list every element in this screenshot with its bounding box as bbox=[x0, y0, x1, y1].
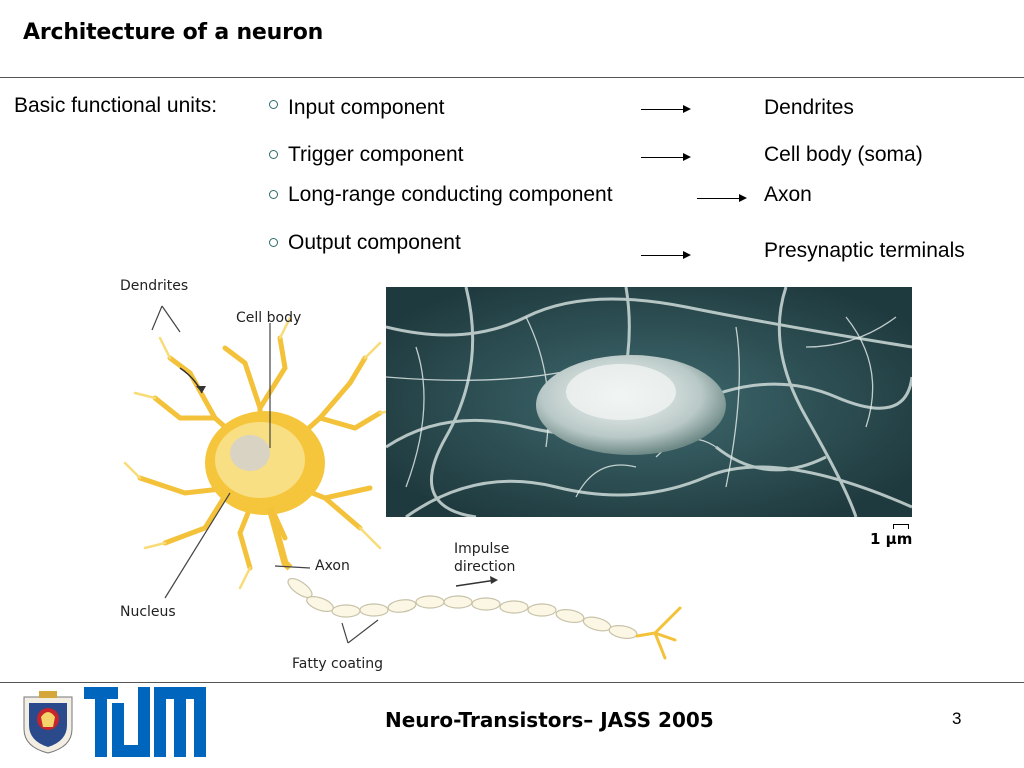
unit-target: Cell body (soma) bbox=[764, 143, 923, 166]
neuron-drawing bbox=[123, 305, 682, 660]
unit-target: Axon bbox=[764, 183, 812, 206]
label-axon: Axon bbox=[315, 558, 350, 574]
arrow-right-icon bbox=[641, 105, 691, 113]
micrograph-image bbox=[386, 287, 912, 517]
footer-divider bbox=[0, 682, 1024, 683]
unit-component: Long-range conducting component bbox=[288, 183, 613, 206]
page-number: 3 bbox=[952, 709, 962, 728]
label-direction: direction bbox=[454, 559, 516, 575]
arrow-right-icon bbox=[697, 194, 747, 202]
crest-logo bbox=[19, 689, 77, 755]
neuron-illustration: Dendrites Cell body Axon Nucleus Impulse… bbox=[110, 268, 690, 680]
bullet-icon bbox=[269, 190, 278, 199]
label-fatty-coating: Fatty coating bbox=[292, 656, 384, 672]
bullet-icon bbox=[269, 150, 278, 159]
units-label: Basic functional units: bbox=[14, 94, 218, 117]
unit-target: Presynaptic terminals bbox=[764, 239, 965, 262]
unit-component: Trigger component bbox=[288, 143, 464, 166]
slide-title: Architecture of a neuron bbox=[23, 20, 324, 45]
label-dendrites: Dendrites bbox=[120, 278, 189, 294]
scale-bar: 1 μm bbox=[866, 522, 926, 550]
unit-component: Input component bbox=[288, 96, 445, 119]
bullet-icon bbox=[269, 238, 278, 247]
label-nucleus: Nucleus bbox=[120, 604, 176, 620]
neuron-micrograph bbox=[386, 287, 912, 517]
footer-title: Neuro-Transistors– JASS 2005 bbox=[385, 708, 714, 732]
unit-target: Dendrites bbox=[764, 96, 854, 119]
scale-bar-label: 1 μm bbox=[870, 530, 913, 548]
arrow-right-icon bbox=[641, 153, 691, 161]
label-impulse: Impulse bbox=[454, 541, 510, 557]
unit-component: Output component bbox=[288, 231, 461, 254]
bullet-icon bbox=[269, 100, 278, 109]
header-divider bbox=[0, 77, 1024, 78]
arrow-right-icon bbox=[641, 251, 691, 259]
tum-logo bbox=[84, 687, 206, 757]
label-cell-body: Cell body bbox=[236, 310, 302, 326]
